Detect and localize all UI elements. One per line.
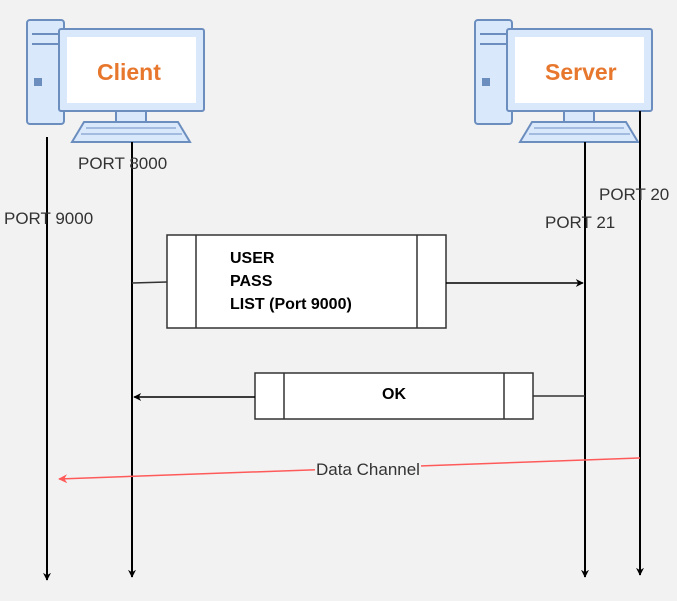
server-computer-icon (474, 19, 653, 143)
response-message-box (254, 372, 534, 420)
server-port-20-label: PORT 20 (599, 185, 670, 204)
request-arrow-tail (131, 281, 168, 284)
client-port-8000-label: PORT 8000 (78, 154, 168, 173)
client-title: Client (97, 59, 161, 85)
client-computer-icon (26, 19, 205, 143)
data-channel-label: Data Channel (315, 460, 421, 480)
response-ok-label: OK (382, 386, 406, 403)
request-line-user: USER (230, 250, 275, 267)
server-title: Server (545, 59, 617, 85)
server-port-21-label: PORT 21 (545, 213, 616, 232)
request-line-list: LIST (Port 9000) (230, 296, 352, 313)
client-port-9000-label: PORT 9000 (4, 209, 94, 228)
request-message-box (166, 234, 447, 329)
request-line-pass: PASS (230, 273, 273, 290)
